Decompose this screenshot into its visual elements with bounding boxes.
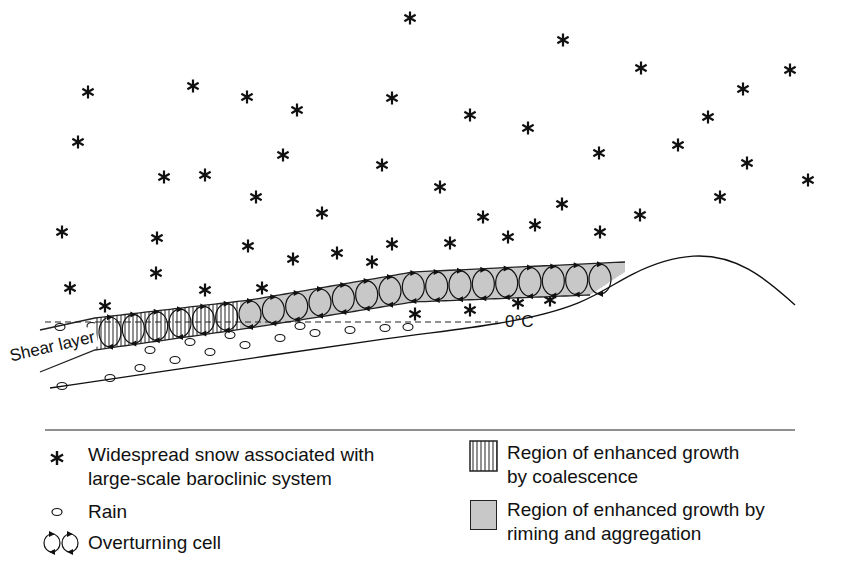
legend-text: Region of enhanced growth by riming and … xyxy=(507,498,787,546)
legend-divider xyxy=(45,429,795,430)
isotherm-label: 0°C xyxy=(503,311,536,332)
legend-text: Region of enhanced growth by coalescence xyxy=(507,441,752,489)
shear-band xyxy=(40,261,625,372)
layer-label: Shear layer xyxy=(6,326,99,367)
legend-text: Widespread snow associated with large-sc… xyxy=(88,443,418,491)
snow-symbols xyxy=(56,12,813,321)
legend-symbols xyxy=(44,441,497,555)
legend-text: Overturning cell xyxy=(88,531,388,555)
freezing-level-line xyxy=(45,321,498,322)
legend-text: Rain xyxy=(88,500,388,524)
legend-swatch xyxy=(470,500,497,530)
terrain xyxy=(50,256,795,388)
